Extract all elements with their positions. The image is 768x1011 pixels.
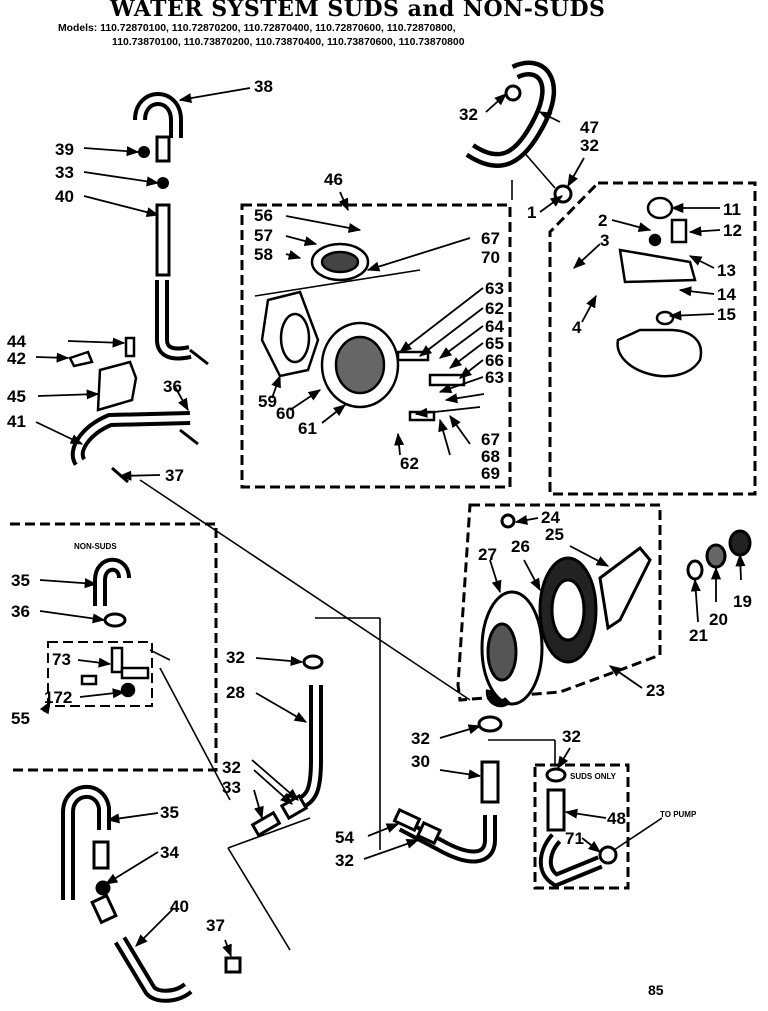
callout-67b: 67 <box>481 430 500 449</box>
callout-13: 13 <box>717 261 736 280</box>
callout-65: 65 <box>485 334 504 353</box>
callout-33: 33 <box>55 163 74 182</box>
callout-25: 25 <box>545 525 564 544</box>
callout-64: 64 <box>485 317 504 336</box>
callout-23: 23 <box>646 681 665 700</box>
callout-11: 11 <box>723 200 741 219</box>
diagram-title: WATER SYSTEM SUDS and NON-SUDS <box>110 0 606 22</box>
callout-44: 44 <box>7 332 26 351</box>
callout-37b: 37 <box>206 916 225 935</box>
callout-63: 63 <box>485 279 504 298</box>
parts-55-box <box>47 641 153 707</box>
callout-2: 2 <box>598 211 608 230</box>
callout-67: 67 <box>481 229 500 248</box>
callout-48: 48 <box>607 809 626 828</box>
pump-assembly-box <box>240 203 512 489</box>
callout-35b: 35 <box>160 803 179 822</box>
callout-37: 37 <box>165 466 184 485</box>
callout-34: 34 <box>160 843 179 862</box>
callout-32d: 32 <box>222 758 241 777</box>
callout-60: 60 <box>276 404 295 423</box>
callout-3: 3 <box>600 231 610 250</box>
callout-32: 32 <box>459 105 478 124</box>
valve-assembly-box <box>548 181 757 496</box>
to-pump-label: TO PUMP <box>660 810 697 819</box>
callout-32c: 32 <box>226 648 245 667</box>
callout-33b: 33 <box>222 778 241 797</box>
callout-38: 38 <box>254 77 273 96</box>
models-line-1: Models: 110.72870100, 110.72870200, 110.… <box>58 23 456 34</box>
suds-only-label: SUDS ONLY <box>570 772 616 781</box>
models-line-2: 110.73870100, 110.73870200, 110.73870400… <box>112 37 465 48</box>
callout-172: 172 <box>44 688 73 707</box>
callout-69: 69 <box>481 464 500 483</box>
callout-54: 54 <box>335 828 354 847</box>
callout-30: 30 <box>411 752 430 771</box>
callout-27: 27 <box>478 545 497 564</box>
callout-56: 56 <box>254 206 273 225</box>
callout-40b: 40 <box>170 897 189 916</box>
non-suds-box <box>10 522 218 772</box>
callout-14: 14 <box>717 285 736 304</box>
callout-59: 59 <box>258 392 277 411</box>
callout-32g: 32 <box>335 851 354 870</box>
callout-73: 73 <box>52 650 71 669</box>
callout-21: 21 <box>689 626 708 645</box>
callout-40: 40 <box>55 187 74 206</box>
filter-assembly-box <box>456 503 662 702</box>
callout-71: 71 <box>565 829 584 848</box>
callout-63b: 63 <box>485 368 504 387</box>
callout-47: 47 <box>580 118 599 137</box>
callout-19: 19 <box>733 592 752 611</box>
callout-42: 42 <box>7 349 26 368</box>
suds-only-box <box>533 763 630 890</box>
callout-58: 58 <box>254 245 273 264</box>
callout-32f: 32 <box>562 727 581 746</box>
page-number: 85 <box>648 982 664 998</box>
callout-62: 62 <box>485 299 504 318</box>
callout-32b: 32 <box>580 136 599 155</box>
callout-36b: 36 <box>11 602 30 621</box>
callout-35: 35 <box>11 571 30 590</box>
callout-26: 26 <box>511 537 530 556</box>
callout-12: 12 <box>723 221 742 240</box>
callout-68: 68 <box>481 447 500 466</box>
callout-28: 28 <box>226 683 245 702</box>
callout-1: 1 <box>527 203 537 222</box>
callout-70: 70 <box>481 248 500 267</box>
callout-24: 24 <box>541 508 560 527</box>
callout-36: 36 <box>163 377 182 396</box>
callout-15: 15 <box>717 305 736 324</box>
callout-4: 4 <box>572 318 582 337</box>
callout-61: 61 <box>298 419 317 438</box>
non-suds-label: NON-SUDS <box>74 542 117 551</box>
callout-45: 45 <box>7 387 26 406</box>
callout-66: 66 <box>485 351 504 370</box>
callout-46: 46 <box>324 170 343 189</box>
callout-41: 41 <box>7 412 26 431</box>
callout-55: 55 <box>11 709 30 728</box>
callout-32e: 32 <box>411 729 430 748</box>
callout-39: 39 <box>55 140 74 159</box>
callout-57: 57 <box>254 226 273 245</box>
callout-20: 20 <box>709 610 728 629</box>
callout-62b: 62 <box>400 454 419 473</box>
